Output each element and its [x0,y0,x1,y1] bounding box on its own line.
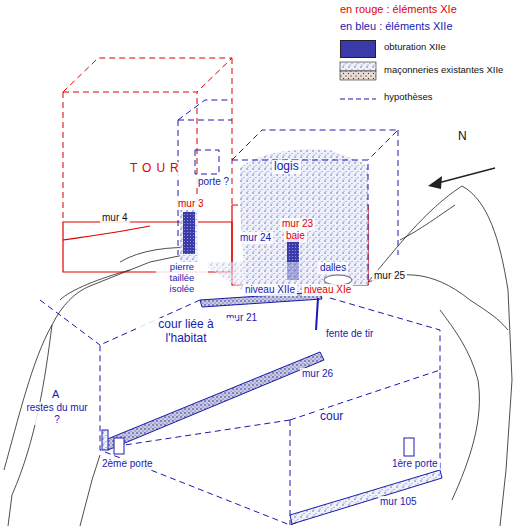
area-name: cour [318,410,345,424]
legend-swatch [340,40,376,58]
north-label: N [456,130,469,144]
wall-label: mur 26 [300,368,335,380]
part-name: porte ? [196,176,231,188]
part-name: fente de tir [324,328,375,340]
part-name: dalles [318,262,348,274]
legend-heading: en bleu : éléments XIIe [338,20,455,33]
note: restes du mur ? [24,402,90,425]
note: pierre taillée isolée [156,262,208,295]
legend-heading: en rouge : éléments XIe [338,3,459,16]
legend-text: hypothèses [382,92,435,103]
xiie-walls [102,292,442,524]
level-label: niveau XIe [302,284,353,296]
door-label: 1ère porte [390,458,440,470]
north-arrow [428,168,495,189]
wall-label: mur 3 [176,198,206,210]
wall-label: mur 105 [378,496,419,508]
part-name: baie [284,230,307,242]
part-name: TOUR [128,162,186,176]
part-name: logis [272,160,301,174]
wall-label: mur 4 [100,212,130,224]
level-label: niveau XIIe [243,284,297,296]
door-label: 2ème porte [100,458,155,470]
logis-hypothesis [40,100,440,525]
point-label: A [50,388,61,401]
legend-text: obturation XIIe [382,42,448,53]
terrain [4,186,512,526]
wall-label: mur 24 [238,232,273,244]
legend-samples [340,62,376,99]
legend-text: maçonneries existantes XIIe [382,65,505,76]
logis-masonry [180,149,368,292]
wall-label: mur 23 [280,218,315,230]
wall-label: mur 25 [372,270,407,282]
area-name: cour liée à l'habitat [136,318,236,346]
